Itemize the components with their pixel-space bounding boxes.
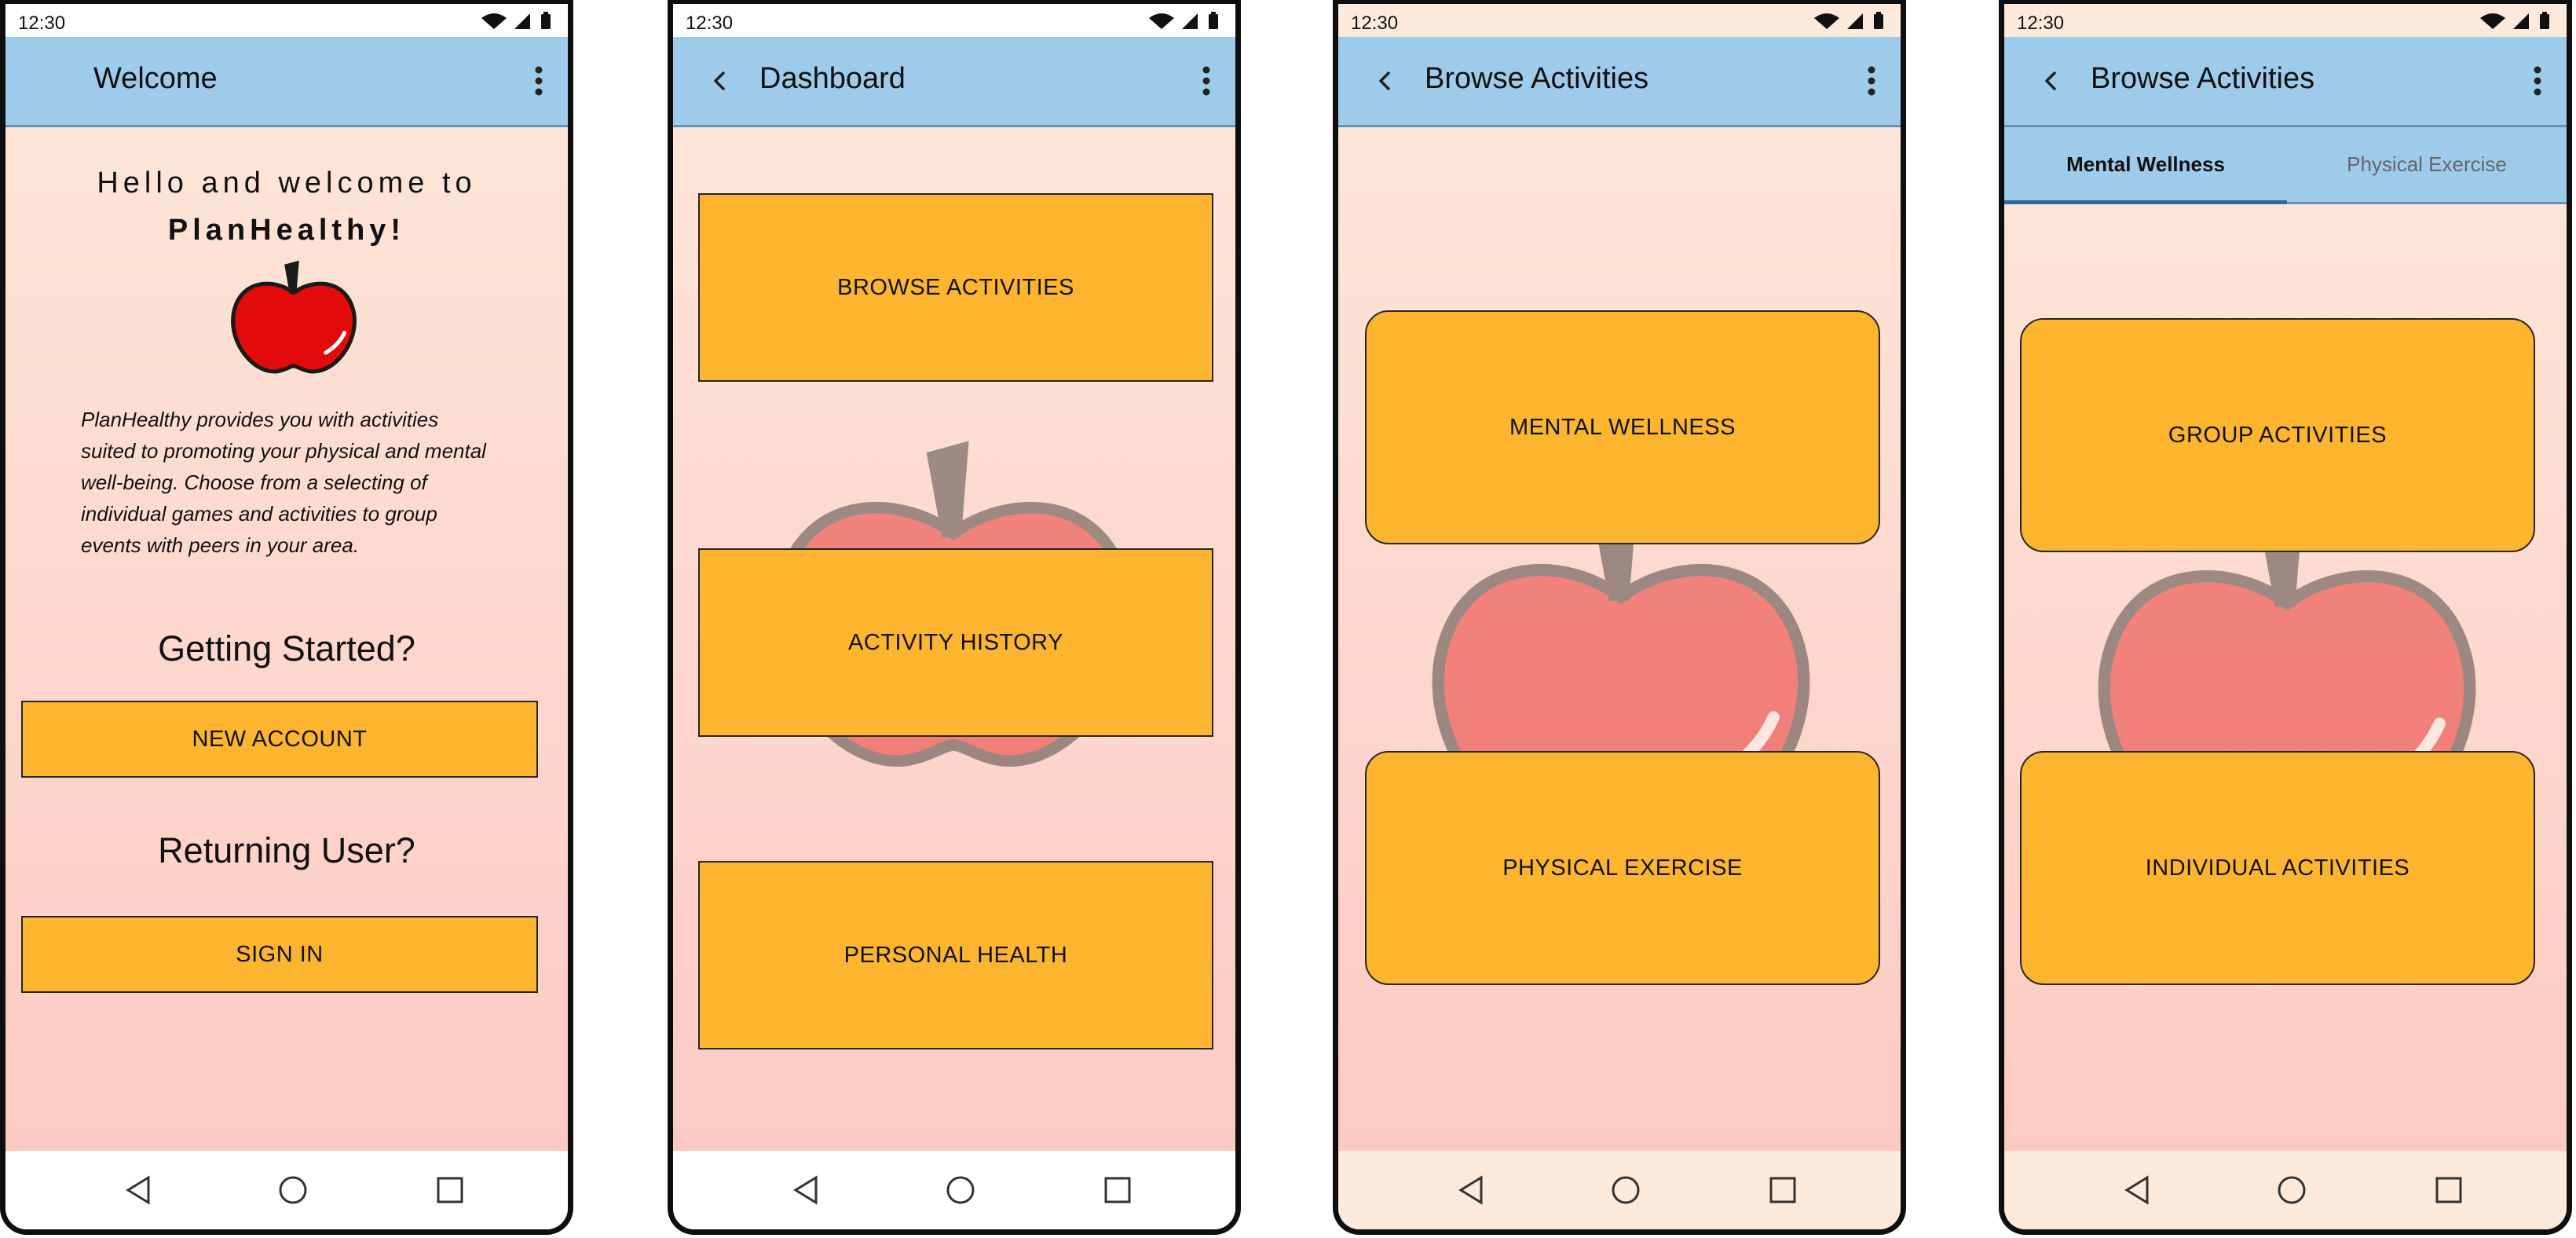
tab-mental-wellness[interactable]: Mental Wellness — [2066, 152, 2225, 176]
apple-icon — [227, 259, 360, 379]
app-bar: Browse Activities — [2004, 37, 2567, 127]
mental-wellness-button[interactable]: MENTAL WELLNESS — [1365, 310, 1880, 544]
returning-user-heading: Returning User? — [158, 830, 415, 870]
phone-browse-activities-tabs: 12:30 Browse Activities Mental Wellness … — [1999, 0, 2572, 1235]
more-vert-icon[interactable] — [1201, 65, 1212, 97]
nav-recents-icon[interactable] — [433, 1173, 467, 1207]
nav-recents-icon[interactable] — [1766, 1173, 1800, 1207]
system-nav-bar — [2004, 1151, 2567, 1229]
nav-home-icon[interactable] — [1608, 1173, 1643, 1207]
intro-text: PlanHealthy provides you with activities… — [81, 408, 486, 557]
back-icon[interactable] — [1371, 67, 1400, 95]
nav-recents-icon[interactable] — [1100, 1173, 1135, 1207]
new-account-button[interactable]: NEW ACCOUNT — [21, 701, 538, 778]
page-title: Dashboard — [759, 62, 906, 95]
activity-history-button[interactable]: ACTIVITY HISTORY — [698, 548, 1213, 737]
activity-tabs: Mental Wellness Physical Exercise — [2004, 127, 2567, 204]
browse-tabs-content: GROUP ACTIVITIES INDIVIDUAL ACTIVITIES — [2004, 204, 2567, 1151]
back-icon[interactable] — [2037, 67, 2066, 95]
nav-back-icon[interactable] — [1454, 1173, 1489, 1207]
status-icons — [1146, 12, 1224, 31]
system-nav-bar — [673, 1151, 1235, 1229]
nav-home-icon[interactable] — [943, 1173, 978, 1207]
back-icon[interactable] — [706, 67, 734, 95]
page-title: Browse Activities — [2091, 62, 2315, 95]
status-time: 12:30 — [2017, 13, 2065, 34]
app-bar: Dashboard — [673, 37, 1235, 127]
phone-browse-activities: 12:30 Browse Activities MENTAL WELLNESS … — [1333, 0, 1906, 1235]
sign-in-button[interactable]: SIGN IN — [21, 916, 538, 993]
browse-content: MENTAL WELLNESS PHYSICAL EXERCISE — [1338, 127, 1901, 1151]
app-bar: Welcome — [5, 37, 568, 127]
browse-activities-button[interactable]: BROWSE ACTIVITIES — [698, 193, 1213, 382]
personal-health-button[interactable]: PERSONAL HEALTH — [698, 861, 1213, 1049]
group-activities-button[interactable]: GROUP ACTIVITIES — [2020, 318, 2535, 552]
nav-back-icon[interactable] — [2120, 1173, 2155, 1207]
nav-home-icon[interactable] — [2274, 1173, 2309, 1207]
status-bar: 12:30 — [1338, 4, 1901, 37]
status-icons — [2477, 12, 2556, 31]
page-title: Welcome — [93, 62, 218, 95]
more-vert-icon[interactable] — [2532, 65, 2543, 97]
app-bar: Browse Activities — [1338, 37, 1901, 127]
physical-exercise-button[interactable]: PHYSICAL EXERCISE — [1365, 751, 1880, 985]
dashboard-content: BROWSE ACTIVITIES ACTIVITY HISTORY PERSO… — [673, 127, 1235, 1151]
app-brand: PlanHealthy! — [167, 214, 406, 247]
nav-recents-icon[interactable] — [2431, 1173, 2466, 1207]
page-title: Browse Activities — [1425, 62, 1649, 95]
status-icons — [478, 12, 557, 31]
system-nav-bar — [1338, 1151, 1901, 1229]
individual-activities-button[interactable]: INDIVIDUAL ACTIVITIES — [2020, 751, 2535, 985]
phone-dashboard: 12:30 Dashboard BROWSE ACTIVITIES ACTIVI… — [668, 0, 1241, 1235]
more-vert-icon[interactable] — [1866, 65, 1877, 97]
getting-started-heading: Getting Started? — [158, 628, 415, 668]
status-bar: 12:30 — [5, 4, 568, 37]
status-icons — [1811, 12, 1890, 31]
nav-home-icon[interactable] — [276, 1173, 310, 1207]
tab-indicator — [2004, 200, 2287, 204]
phone-welcome: 12:30 Welcome Hello and welcome to PlanH… — [0, 0, 573, 1235]
welcome-heading: Hello and welcome to — [97, 167, 477, 200]
status-time: 12:30 — [686, 13, 734, 34]
tab-physical-exercise[interactable]: Physical Exercise — [2347, 152, 2507, 176]
status-bar: 12:30 — [673, 4, 1235, 37]
system-nav-bar — [5, 1151, 568, 1229]
status-time: 12:30 — [18, 13, 66, 34]
status-bar: 12:30 — [2004, 4, 2567, 37]
welcome-content: Hello and welcome to PlanHealthy! PlanHe… — [5, 127, 568, 1151]
status-time: 12:30 — [1351, 13, 1399, 34]
nav-back-icon[interactable] — [122, 1173, 156, 1207]
nav-back-icon[interactable] — [789, 1173, 824, 1207]
more-vert-icon[interactable] — [533, 65, 544, 97]
